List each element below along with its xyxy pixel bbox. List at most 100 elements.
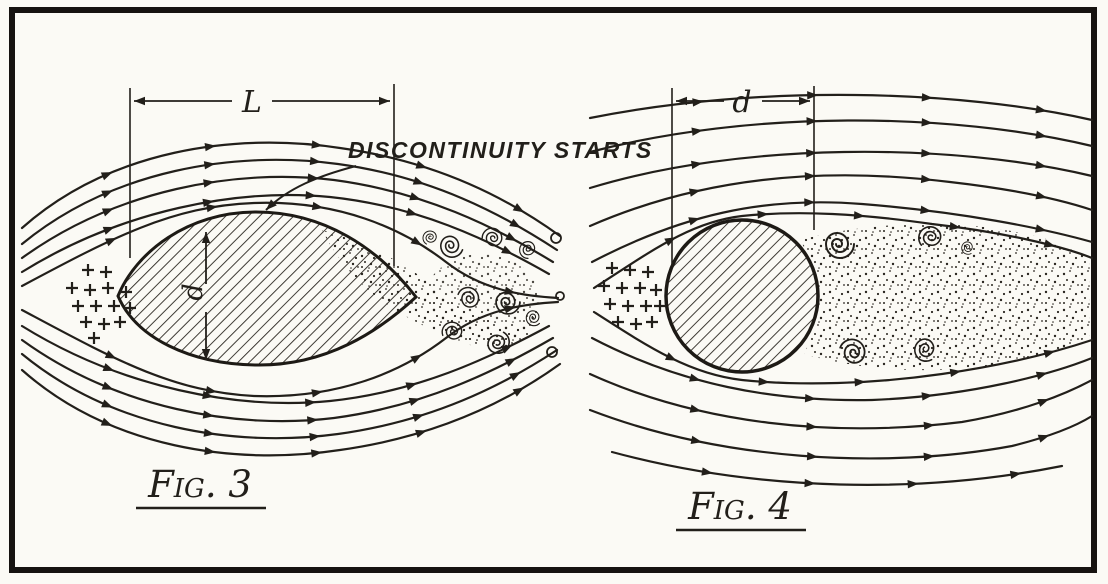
flow-arrowhead	[920, 174, 933, 184]
streamline	[588, 372, 1094, 430]
streamline	[588, 150, 1094, 190]
fig3-eddy-bubble	[546, 346, 558, 358]
flow-arrowhead	[307, 173, 319, 182]
fig3-wake-stipple-cloud	[424, 254, 540, 346]
stagnation-plus-mark	[72, 300, 84, 312]
stagnation-plus-mark	[124, 302, 136, 314]
stagnation-plus-mark	[604, 298, 616, 310]
flow-arrowhead	[1035, 105, 1047, 114]
fig4-cylinder-body	[664, 218, 820, 374]
flow-arrowhead	[412, 176, 425, 185]
flow-arrowhead	[415, 429, 427, 438]
stagnation-plus-mark	[66, 282, 78, 294]
flow-arrowhead	[204, 142, 216, 152]
flow-arrowhead	[104, 237, 117, 247]
flow-arrowhead	[949, 222, 961, 231]
streamline	[588, 93, 1094, 122]
flow-arrowhead	[204, 446, 216, 456]
flow-arrowhead	[201, 349, 211, 360]
flow-arrowhead	[410, 354, 422, 364]
flow-arrowhead	[505, 232, 517, 242]
flow-arrowhead	[907, 479, 919, 489]
flow-arrowhead	[758, 377, 770, 386]
flow-arrowhead	[806, 149, 818, 158]
flow-arrowhead	[100, 172, 113, 181]
flow-arrowhead	[203, 161, 216, 170]
flow-arrowhead	[512, 387, 525, 397]
flow-arrowhead	[102, 226, 115, 235]
flow-arrowhead	[923, 421, 935, 431]
flow-arrowhead	[101, 399, 113, 408]
stagnation-plus-mark	[634, 282, 646, 294]
flow-arrowhead	[664, 352, 677, 361]
fig4-stagnation-plus-cluster	[598, 262, 666, 330]
stagnation-plus-mark	[622, 300, 634, 312]
flow-arrowhead	[509, 372, 521, 382]
flow-arrowhead	[203, 179, 215, 188]
stagnation-plus-mark	[606, 262, 618, 274]
flow-arrowhead	[799, 96, 810, 106]
flow-arrowhead	[405, 382, 418, 391]
flow-arrowhead	[415, 160, 428, 169]
fig4-diameter-label: d	[732, 85, 751, 120]
stagnation-plus-mark	[650, 284, 662, 296]
figure-frame	[9, 7, 1097, 573]
flow-arrowhead	[923, 452, 935, 462]
flow-arrowhead	[1035, 160, 1047, 169]
flow-arrowhead	[920, 205, 932, 214]
stagnation-plus-mark	[98, 318, 110, 330]
stagnation-plus-mark	[82, 264, 94, 276]
flow-arrowhead	[688, 217, 700, 226]
flow-arrowhead	[921, 148, 933, 158]
flow-arrowhead	[306, 416, 319, 425]
flow-arrowhead	[949, 368, 962, 377]
stagnation-plus-mark	[630, 318, 642, 330]
flow-arrowhead	[201, 232, 211, 243]
flow-arrowhead	[405, 207, 418, 216]
stagnation-plus-mark	[102, 282, 114, 294]
flow-arrowhead	[921, 118, 933, 127]
stagnation-plus-mark	[598, 280, 610, 292]
stagnation-plus-mark	[84, 284, 96, 296]
stagnation-plus-mark	[612, 316, 624, 328]
flow-arrowhead	[691, 160, 703, 170]
streamline	[588, 119, 1094, 154]
flow-arrowhead	[305, 191, 317, 200]
streamline	[20, 300, 560, 398]
fig3-streamlined-body	[116, 210, 419, 367]
fig4-turbulent-wake-region	[800, 224, 1090, 371]
flow-arrowhead	[664, 237, 676, 247]
flow-arrowhead	[101, 381, 114, 390]
flow-arrowhead	[757, 210, 769, 219]
flow-arrowhead	[412, 413, 425, 422]
flow-arrowhead	[1035, 191, 1048, 200]
flow-arrowhead	[804, 394, 817, 403]
flow-arrowhead	[688, 188, 701, 197]
flow-arrowhead	[1037, 434, 1050, 443]
flow-arrowhead	[807, 91, 819, 100]
flow-arrowhead	[806, 452, 819, 461]
stagnation-plus-mark	[88, 332, 100, 344]
stagnation-plus-mark	[646, 316, 658, 328]
flow-arrowhead	[311, 389, 323, 398]
flow-arrowhead	[310, 449, 323, 458]
flow-arrowhead	[101, 190, 113, 199]
flow-arrowhead	[203, 428, 215, 437]
flow-arrowhead	[504, 305, 516, 314]
flow-arrowhead	[309, 432, 321, 442]
stagnation-plus-mark	[108, 300, 120, 312]
flow-arrowhead	[689, 404, 702, 413]
stagnation-plus-mark	[80, 316, 92, 328]
flow-arrowhead	[676, 96, 687, 106]
streamline	[588, 174, 1094, 228]
discontinuity-annotation: DISCONTINUITY STARTS	[348, 137, 653, 163]
flow-arrowhead	[134, 96, 145, 106]
fig3-length-label: L	[241, 85, 262, 120]
flow-arrowhead	[1035, 130, 1047, 139]
flow-arrowhead	[104, 350, 117, 359]
flow-arrowhead	[100, 417, 113, 426]
fig3-length-dimension: L	[129, 84, 395, 266]
flow-arrowhead	[804, 478, 816, 488]
fig3-depth-dimension: d	[178, 232, 211, 360]
